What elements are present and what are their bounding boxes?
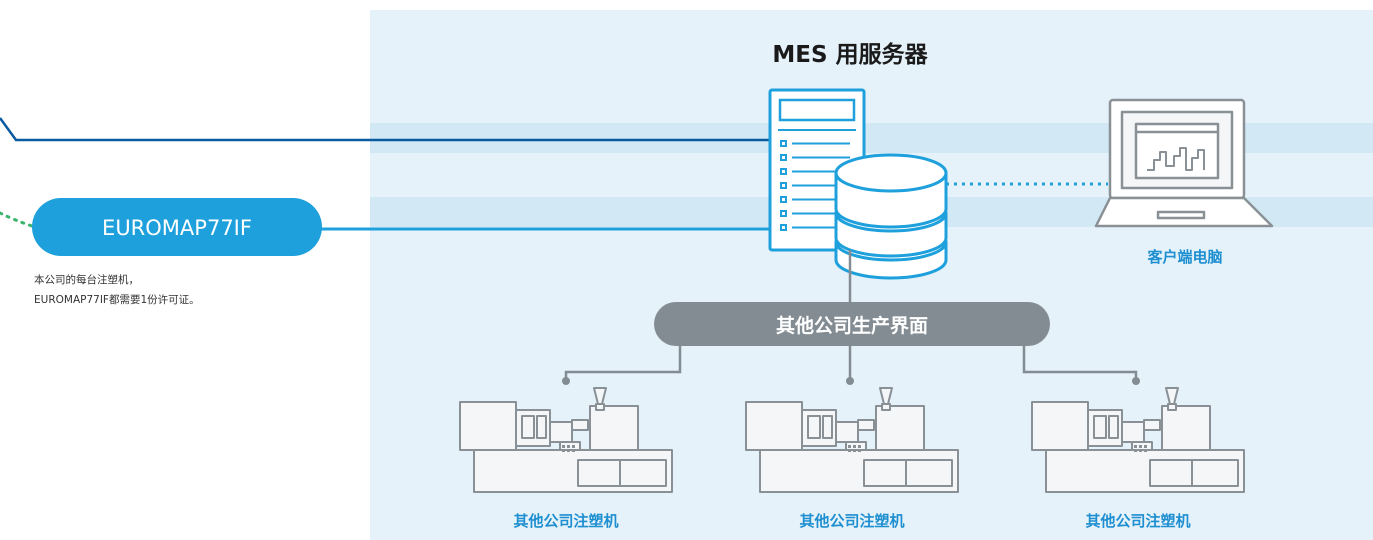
other-interface-pill: [654, 302, 1050, 346]
dark-network-line: [0, 117, 772, 142]
green-dotted-line: [0, 211, 34, 228]
database-icon: [834, 153, 948, 280]
server-title: MES 用服务器: [772, 42, 928, 68]
other-interface-label: 其他公司生产界面: [776, 314, 928, 337]
license-note-line: EUROMAP77IF都需要1份许可证。: [34, 294, 200, 306]
euromap-interface-pill: [32, 198, 322, 256]
license-note-line: 本公司的每台注塑机，: [34, 274, 139, 286]
machine-label: 其他公司注塑机: [1085, 512, 1190, 530]
machine-label: 其他公司注塑机: [799, 512, 904, 530]
machine-connector-left: [564, 330, 682, 380]
machine-connector-right: [1022, 330, 1138, 380]
connector-dot: [1132, 377, 1140, 385]
client-laptop-icon: [1094, 98, 1274, 228]
machine-label: 其他公司注塑机: [513, 512, 618, 530]
connector-dot: [562, 377, 570, 385]
client-label: 客户端电脑: [1146, 248, 1222, 266]
euromap-interface-label: EUROMAP77IF: [102, 216, 252, 240]
license-note: 本公司的每台注塑机， EUROMAP77IF都需要1份许可证。: [34, 270, 200, 310]
connector-dot: [846, 377, 854, 385]
